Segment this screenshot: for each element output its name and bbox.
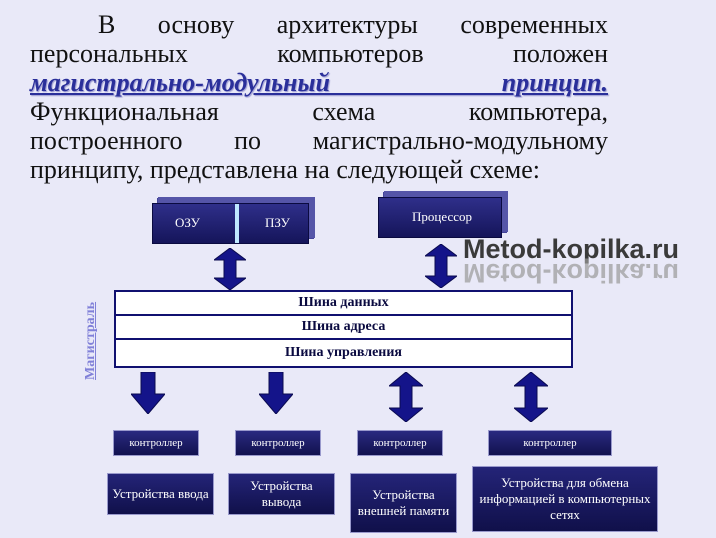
bus-side-label: Магистраль (83, 301, 98, 380)
input-devices: Устройства ввода (107, 473, 214, 515)
memory-bus-arrow (214, 248, 246, 290)
data-bus: Шина данных (116, 292, 571, 316)
processor-label: Процессор (412, 209, 472, 224)
processor-bus-arrow (425, 244, 457, 288)
controller-storage: контроллер (357, 430, 443, 456)
watermark-reflection: Metod-kopilka.ru (463, 258, 680, 288)
output-devices: Устройства вывода (228, 473, 335, 515)
network-bus-arrow (514, 372, 548, 422)
controller-output: контроллер (235, 430, 321, 456)
memory-divider (235, 204, 239, 243)
paragraph-line-4: Функциональная схема компьютера, (30, 97, 608, 126)
watermark-text: Metod-kopilka.ru (463, 234, 680, 264)
intro-paragraph: В основу архитектуры современных персона… (30, 10, 608, 184)
paragraph-line-1: В основу архитектуры современных (98, 10, 608, 39)
system-bus: Шина данных Шина адреса Шина управления (114, 290, 573, 368)
paragraph-line-2: персональных компьютеров положен (30, 39, 608, 68)
storage-bus-arrow (389, 372, 423, 422)
rom-label: ПЗУ (265, 215, 290, 230)
address-bus: Шина адреса (116, 316, 571, 340)
controller-input: контроллер (113, 430, 199, 456)
storage-devices: Устройства внешней памяти (350, 473, 457, 533)
output-down-arrow (259, 372, 293, 414)
control-bus: Шина управления (284, 345, 402, 360)
memory-block: ОЗУ ПЗУ (152, 203, 309, 244)
paragraph-line-5: построенного по магистрально-модульному (30, 126, 608, 155)
controller-network: контроллер (488, 430, 612, 456)
network-devices: Устройства для обмена информацией в комп… (472, 466, 658, 532)
emphasis-term: магистрально-модульный принцип. (30, 68, 608, 97)
ram-label: ОЗУ (175, 215, 200, 230)
processor-block: Процессор (378, 197, 502, 238)
paragraph-line-6: принципу, представлена на следующей схем… (30, 155, 540, 184)
input-down-arrow (131, 372, 165, 414)
